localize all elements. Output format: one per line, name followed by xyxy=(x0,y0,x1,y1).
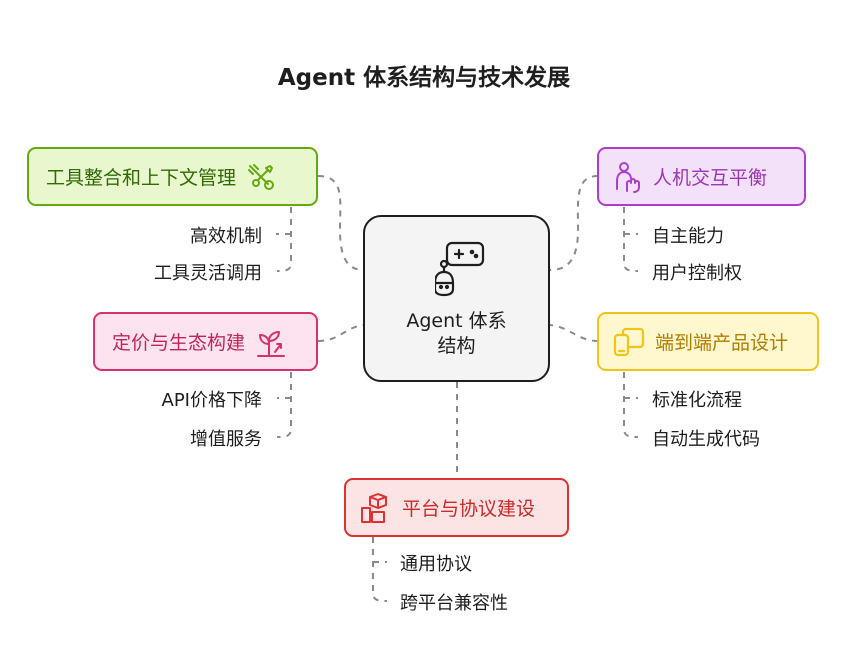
plant-growth-icon xyxy=(255,326,287,358)
devices-icon xyxy=(613,327,645,357)
tools-item-1: 高效机制 xyxy=(190,226,262,247)
pricing-item-2: 增值服务 xyxy=(190,429,262,450)
robot-gamepad-icon xyxy=(433,239,485,308)
node-platform-label: 平台与协议建设 xyxy=(402,498,536,520)
connector-platform-items xyxy=(372,537,388,602)
center-label-line1: Agent 体系 xyxy=(406,310,507,332)
node-tools-label: 工具整合和上下文管理 xyxy=(46,167,237,189)
connector-tools xyxy=(317,175,365,271)
platform-item-2: 跨平台兼容性 xyxy=(400,593,508,614)
product-item-2: 自动生成代码 xyxy=(652,429,760,450)
product-item-1: 标准化流程 xyxy=(652,390,742,411)
node-human: 人机交互平衡 xyxy=(597,147,806,206)
platform-item-1: 通用协议 xyxy=(400,554,472,575)
blocks-icon xyxy=(360,492,392,524)
human-item-1: 自主能力 xyxy=(652,226,724,247)
tools-icon xyxy=(246,162,276,192)
node-pricing: 定价与生态构建 xyxy=(93,312,318,371)
page-title: Agent 体系结构与技术发展 xyxy=(277,65,571,91)
center-label: Agent 体系 结构 xyxy=(365,309,548,359)
human-item-2: 用户控制权 xyxy=(652,263,742,284)
pricing-item-1: API价格下降 xyxy=(161,390,262,411)
node-product: 端到端产品设计 xyxy=(597,312,819,371)
connector-product xyxy=(549,324,599,342)
node-platform: 平台与协议建设 xyxy=(344,478,569,537)
node-product-label: 端到端产品设计 xyxy=(655,332,789,354)
center-label-line2: 结构 xyxy=(437,335,476,357)
connector-pricing xyxy=(317,324,365,342)
center-node: Agent 体系 结构 xyxy=(363,215,550,382)
connector-human xyxy=(549,175,599,271)
node-pricing-label: 定价与生态构建 xyxy=(112,332,246,354)
node-tools: 工具整合和上下文管理 xyxy=(27,147,318,206)
node-human-label: 人机交互平衡 xyxy=(653,167,768,189)
connector-tools-items xyxy=(276,207,292,272)
tools-item-2: 工具灵活调用 xyxy=(154,263,262,284)
connector-human-items xyxy=(623,207,639,272)
connector-product-items xyxy=(623,372,639,438)
connector-pricing-items xyxy=(276,372,292,438)
human-hand-icon xyxy=(613,161,643,193)
